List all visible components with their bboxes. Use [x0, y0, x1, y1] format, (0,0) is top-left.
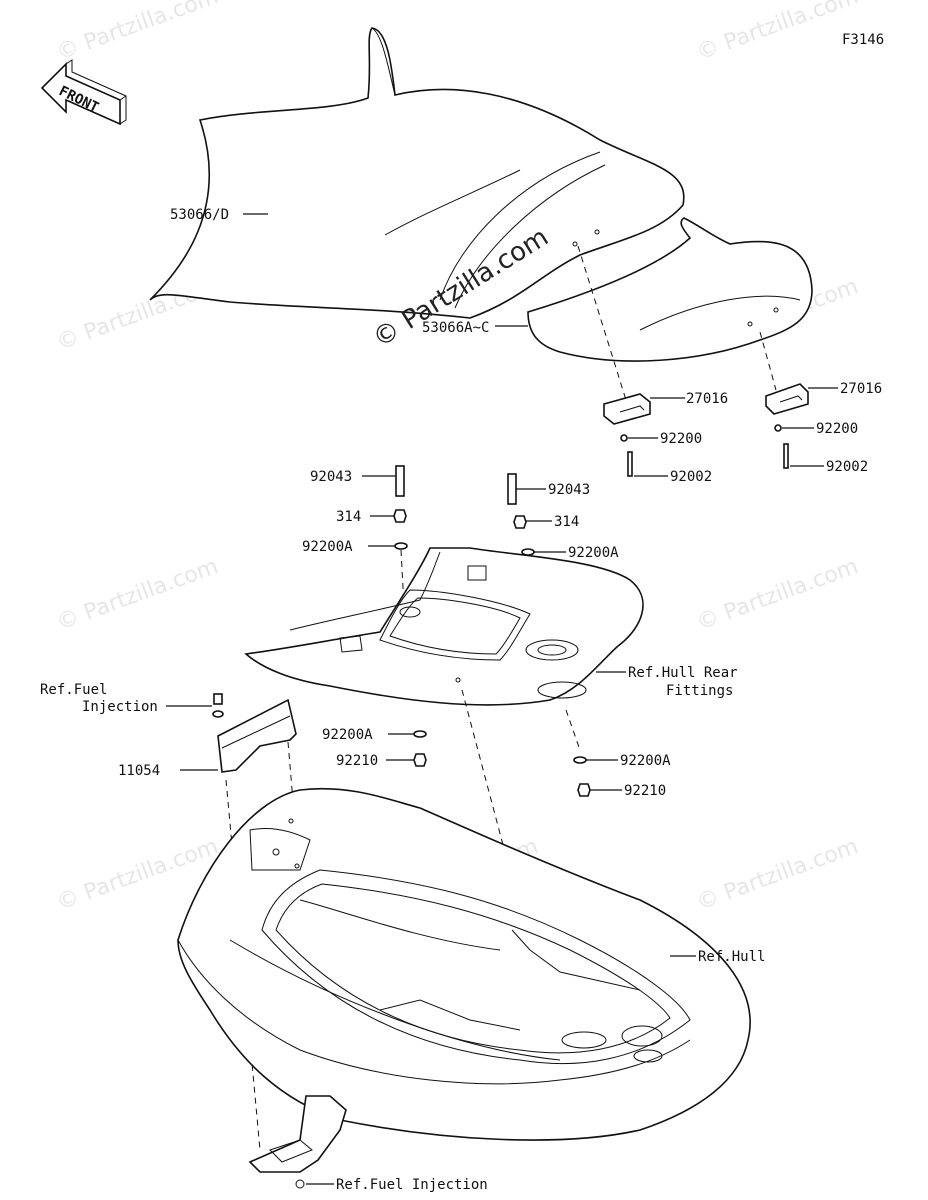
label-washer-a-left: 92200A: [302, 539, 353, 555]
label-bracket: 11054: [118, 763, 160, 779]
label-hull-rear-2: Fittings: [666, 683, 733, 699]
label-seat-rear: 53066A~C: [422, 320, 489, 336]
front-seat: [149, 27, 685, 319]
label-nut-left: 314: [336, 509, 361, 525]
stud-right: [507, 473, 517, 505]
label-washer-right-top: 92200: [816, 421, 858, 437]
label-fuel-bottom: Ref.Fuel Injection: [336, 1177, 488, 1193]
nut-left: [393, 509, 407, 523]
label-nut-low-right: 92210: [624, 783, 666, 799]
label-hull: Ref.Hull: [698, 949, 765, 965]
label-stopper-left: 27016: [686, 391, 728, 407]
alignment-line: [565, 709, 581, 751]
washer-a-low-left: [413, 730, 427, 738]
rear-seat: [527, 217, 813, 362]
label-bolt-right-top: 92002: [826, 459, 868, 475]
stopper-right: [765, 383, 809, 415]
stud-left: [395, 465, 405, 497]
label-stopper-right: 27016: [840, 381, 882, 397]
nut-right: [513, 515, 527, 529]
label-fuel-1: Ref.Fuel: [40, 682, 107, 698]
front-arrow-icon: FRONT: [40, 59, 127, 126]
washer-right-top: [774, 424, 782, 432]
watermark: © Partzilla.com: [54, 554, 222, 636]
watermark: © Partzilla.com: [694, 0, 862, 66]
diagram-code: F3146: [842, 32, 884, 48]
washer-a-right: [521, 548, 535, 556]
bolt-fuel: [213, 693, 223, 705]
watermark: © Partzilla.com: [694, 554, 862, 636]
label-washer-a-low-left: 92200A: [322, 727, 373, 743]
hull-rear-fittings: [244, 547, 644, 706]
washer-a-left: [394, 542, 408, 550]
label-stud-right: 92043: [548, 482, 590, 498]
label-nut-low-left: 92210: [336, 753, 378, 769]
bolt-left-top: [627, 451, 633, 477]
nut-low-left: [413, 753, 427, 767]
bottom-fuel-bracket: [248, 1095, 347, 1189]
hull: [177, 787, 751, 1141]
label-nut-right: 314: [554, 514, 579, 530]
label-washer-a-right: 92200A: [568, 545, 619, 561]
bolt-right-top: [783, 443, 789, 469]
label-seat-front: 53066/D: [170, 207, 229, 223]
stopper-left: [603, 393, 651, 425]
label-stud-left: 92043: [310, 469, 352, 485]
alignment-line: [225, 779, 261, 1151]
watermark: © Partzilla.com: [694, 834, 862, 916]
bracket-11054: [217, 698, 297, 773]
nut-low-right: [577, 783, 591, 797]
label-hull-rear-1: Ref.Hull Rear: [628, 665, 738, 681]
washer-fuel: [212, 710, 224, 718]
watermark: © Partzilla.com: [54, 0, 222, 66]
label-bolt-left-top: 92002: [670, 469, 712, 485]
washer-left-top: [620, 434, 628, 442]
washer-a-low-right: [573, 756, 587, 764]
alignment-line: [577, 245, 627, 401]
label-washer-left-top: 92200: [660, 431, 702, 447]
alignment-line: [759, 331, 777, 391]
label-washer-a-low-right: 92200A: [620, 753, 671, 769]
label-fuel-2: Injection: [82, 699, 158, 715]
